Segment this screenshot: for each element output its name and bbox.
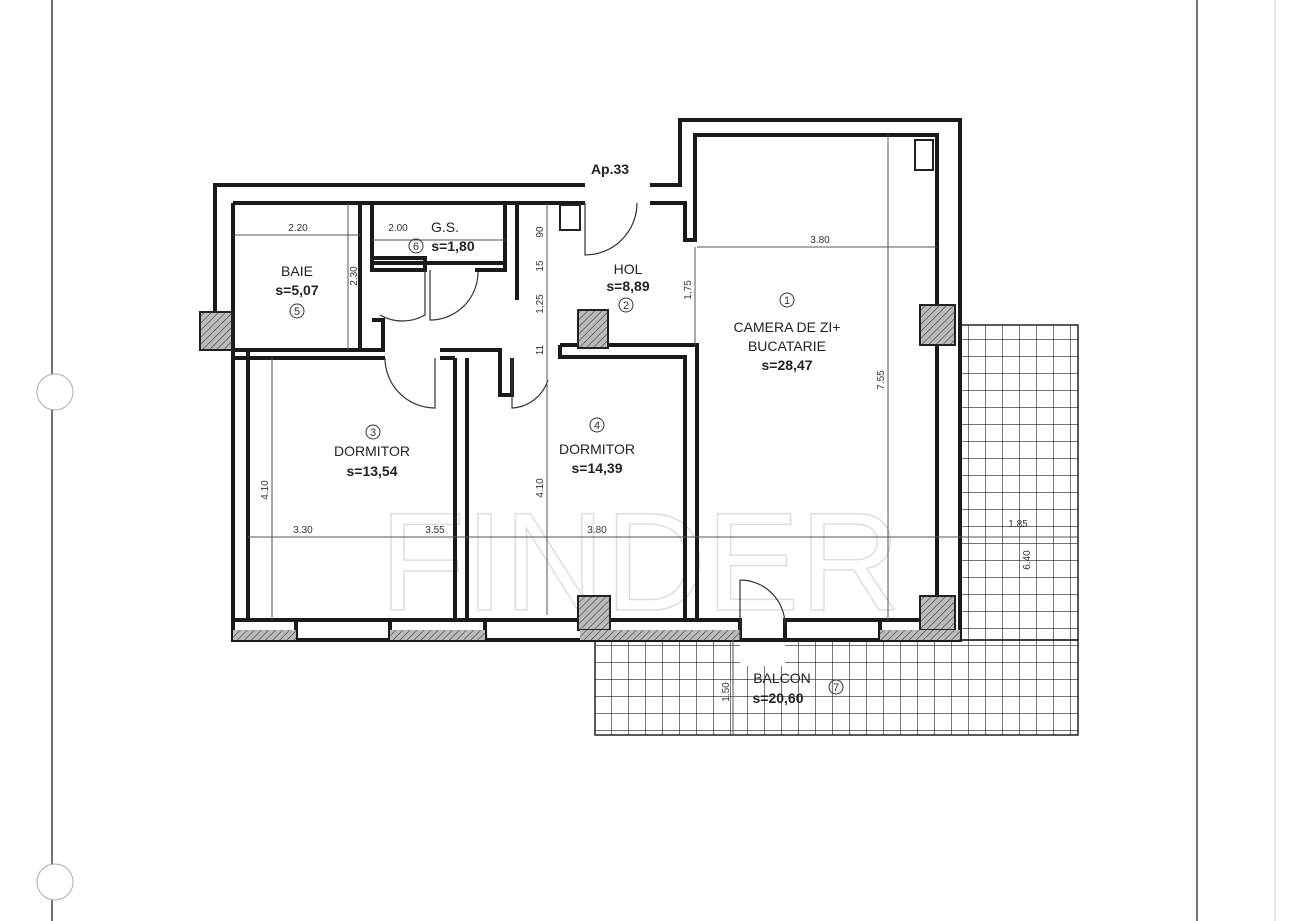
watermark: FINDER	[379, 483, 900, 640]
punch-hole-icon	[36, 373, 74, 411]
room-3-label: 3 DORMITOR s=13,54	[334, 424, 410, 479]
svg-text:5: 5	[294, 306, 300, 318]
svg-text:7: 7	[833, 682, 839, 694]
room-7-label: BALCON 7 s=20,60	[753, 670, 844, 706]
dim-dorm3-width: 3.30	[293, 525, 313, 536]
dim-baie-width: 2.20	[288, 223, 308, 234]
svg-text:s=13,54: s=13,54	[347, 463, 398, 479]
dim-hol-175: 1,75	[683, 280, 694, 300]
svg-text:s=20,60: s=20,60	[753, 690, 804, 706]
svg-text:6: 6	[413, 241, 419, 253]
dorm4-door	[511, 358, 549, 409]
dim-hol-125: 1,25	[535, 294, 546, 314]
svg-text:4: 4	[594, 420, 600, 432]
dim-balcony-depth: 1.50	[721, 682, 732, 702]
svg-text:s=28,47: s=28,47	[762, 357, 813, 373]
gs-door	[429, 270, 479, 321]
columns	[199, 139, 960, 640]
svg-text:s=14,39: s=14,39	[572, 460, 623, 476]
balcony-area	[594, 324, 1079, 736]
svg-text:G.S.: G.S.	[431, 219, 459, 235]
dim-dorm4-width: 3.55	[425, 525, 445, 536]
dim-baie-height: 2.30	[349, 266, 360, 286]
svg-text:BAIE: BAIE	[281, 263, 313, 279]
svg-text:s=8,89: s=8,89	[606, 278, 649, 294]
punch-hole-icon	[36, 863, 74, 901]
svg-text:2: 2	[623, 300, 629, 312]
room-4-label: 4 DORMITOR s=14,39	[559, 417, 635, 476]
svg-text:HOL: HOL	[614, 261, 643, 277]
room-5-label: BAIE s=5,07 5	[275, 263, 319, 319]
dim-living-top: 3.80	[810, 235, 830, 246]
dim-hol-90: 90	[535, 226, 546, 238]
dim-dorm3-height: 4.10	[260, 480, 271, 500]
room-1-label: 1 CAMERA DE ZI+ BUCATARIE s=28,47	[734, 292, 841, 373]
svg-text:1: 1	[784, 295, 790, 307]
svg-text:DORMITOR: DORMITOR	[559, 441, 635, 457]
dim-hol-11: 11	[535, 344, 546, 355]
entry-door	[584, 202, 638, 256]
svg-text:s=5,07: s=5,07	[275, 282, 318, 298]
baie-door	[379, 270, 426, 322]
dim-hol-15: 15	[535, 260, 546, 272]
apartment-label: Ap.33	[591, 161, 629, 177]
dim-living-height: 7.55	[876, 370, 887, 390]
dim-dorm4-height: 4.10	[535, 478, 546, 498]
room-2-label: HOL s=8,89 2	[606, 261, 650, 313]
balcony-door	[739, 579, 786, 640]
dorm3-door	[384, 357, 436, 409]
svg-text:3: 3	[370, 427, 376, 439]
dim-balcony-height: 6.40	[1022, 550, 1033, 570]
doors	[379, 202, 786, 640]
room-6-label: G.S. 6 s=1,80	[408, 219, 475, 254]
svg-text:BALCON: BALCON	[753, 670, 811, 686]
svg-text:DORMITOR: DORMITOR	[334, 443, 410, 459]
dim-balcony-side: 1.85	[1008, 519, 1028, 530]
svg-text:s=1,80: s=1,80	[431, 238, 474, 254]
svg-text:BUCATARIE: BUCATARIE	[748, 338, 826, 354]
dim-living-bottom: 3.80	[587, 525, 607, 536]
dimension-lines	[233, 135, 1078, 735]
dim-gs-width: 2.00	[388, 223, 408, 234]
svg-text:CAMERA DE ZI+: CAMERA DE ZI+	[734, 319, 841, 335]
